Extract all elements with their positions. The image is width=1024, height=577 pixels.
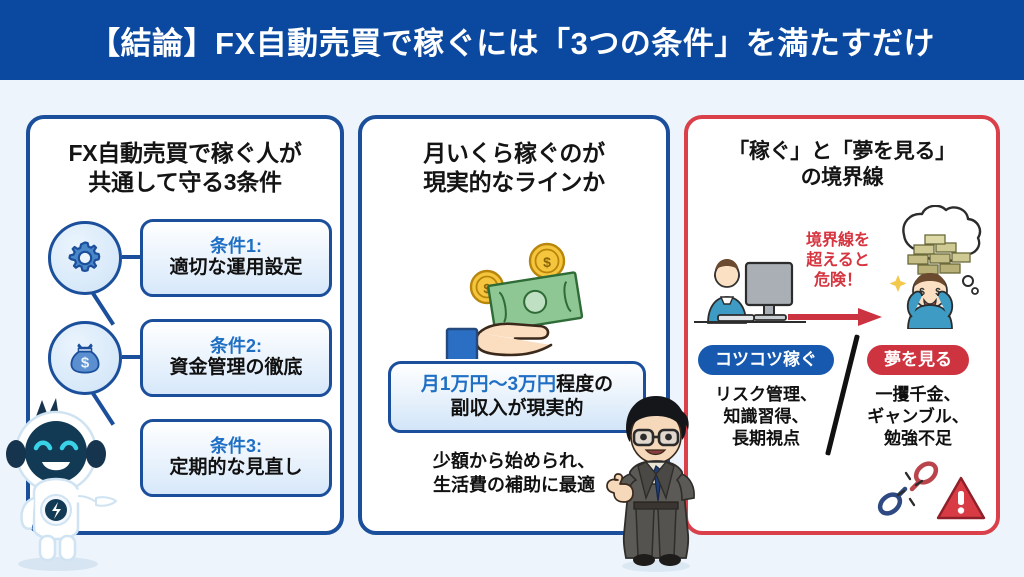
condition-row-3: 条件3: 定期的な見直し	[46, 419, 332, 497]
income-note: 少額から始められ、 生活費の補助に最適	[432, 451, 596, 496]
robot-mascot	[0, 392, 122, 577]
connector-2	[122, 355, 144, 359]
income-line-1: 月1万円～3万円程度の	[421, 374, 613, 397]
badge-steady: コツコツ稼ぐ	[698, 345, 834, 375]
warning-text: 境界線を 超えると 危険！	[805, 232, 870, 289]
condition-3-number: 条件3:	[209, 436, 262, 457]
condition-list: 条件1: 適切な運用設定 $ 条件2: 資金管理の徹底	[30, 219, 340, 529]
header-bar: 【結論】FX自動売買で稼ぐには「3つの条件」を満たすだけ	[0, 0, 1024, 80]
svg-text:$: $	[919, 287, 925, 298]
condition-box-1: 条件1: 適切な運用設定	[140, 219, 332, 297]
condition-box-3: 条件3: 定期的な見直し	[140, 419, 332, 497]
condition-box-2: 条件2: 資金管理の徹底	[140, 319, 332, 397]
condition-1-number: 条件1:	[209, 236, 262, 257]
panel2-title: 月いくら稼ぐのが 現実的なラインか	[423, 140, 605, 195]
compare-section: コツコツ稼ぐ リスク管理、 知識習得、 長期視点 夢を見る 一攫千金、 ギャンブ…	[688, 345, 996, 473]
compare-items-dream: 一攫千金、 ギャンブル、 勉強不足	[867, 384, 969, 449]
hand-with-money-icon: $ $	[429, 239, 599, 364]
svg-text:$: $	[81, 355, 90, 372]
red-arrow-icon	[788, 305, 884, 334]
badge-dream: 夢を見る	[867, 345, 969, 375]
income-suffix: 程度の	[556, 373, 614, 395]
condition-1-text: 適切な運用設定	[169, 256, 303, 278]
panel-conditions: FX自動売買で稼ぐ人が 共通して守る3条件 条件1:	[26, 115, 344, 535]
svg-text:$: $	[543, 254, 551, 270]
panel-boundary-line: 「稼ぐ」と「夢を見る」 の境界線 境界線を 超えると 危険！	[684, 115, 1000, 535]
person-at-computer-icon	[694, 237, 806, 334]
condition-3-text: 定期的な見直し	[169, 456, 303, 478]
businessman-thumbsup	[600, 388, 710, 577]
income-highlight-box: 月1万円～3万円程度の 副収入が現実的	[388, 361, 646, 433]
income-line-2: 副収入が現実的	[450, 397, 584, 419]
compare-items-steady: リスク管理、 知識習得、 長期視点	[715, 384, 817, 449]
gear-icon	[48, 221, 122, 295]
panel3-title: 「稼ぐ」と「夢を見る」 の境界線	[728, 140, 956, 190]
warning-triangle-icon	[936, 475, 986, 526]
condition-2-text: 資金管理の徹底	[169, 356, 303, 378]
compare-column-steady: コツコツ稼ぐ リスク管理、 知識習得、 長期視点	[696, 345, 836, 451]
condition-row-1: 条件1: 適切な運用設定	[46, 219, 332, 297]
connector-1	[122, 255, 144, 259]
money-bag-icon: $	[48, 321, 122, 395]
condition-2-number: 条件2:	[209, 336, 262, 357]
panel1-title: FX自動売買で稼ぐ人が 共通して守る3条件	[68, 140, 302, 195]
broken-chain-icon	[874, 459, 948, 526]
compare-column-dream: 夢を見る 一攫千金、 ギャンブル、 勉強不足	[848, 345, 988, 451]
income-amount: 月1万円～3万円	[420, 373, 557, 395]
page-title: 【結論】FX自動売買で稼ぐには「3つの条件」を満たすだけ	[89, 25, 935, 61]
panel-realistic-income: 月いくら稼ぐのが 現実的なラインか $ $	[358, 115, 670, 535]
person-dreaming-money-icon: $ $	[874, 204, 996, 334]
condition-row-2: $ 条件2: 資金管理の徹底	[46, 319, 332, 397]
